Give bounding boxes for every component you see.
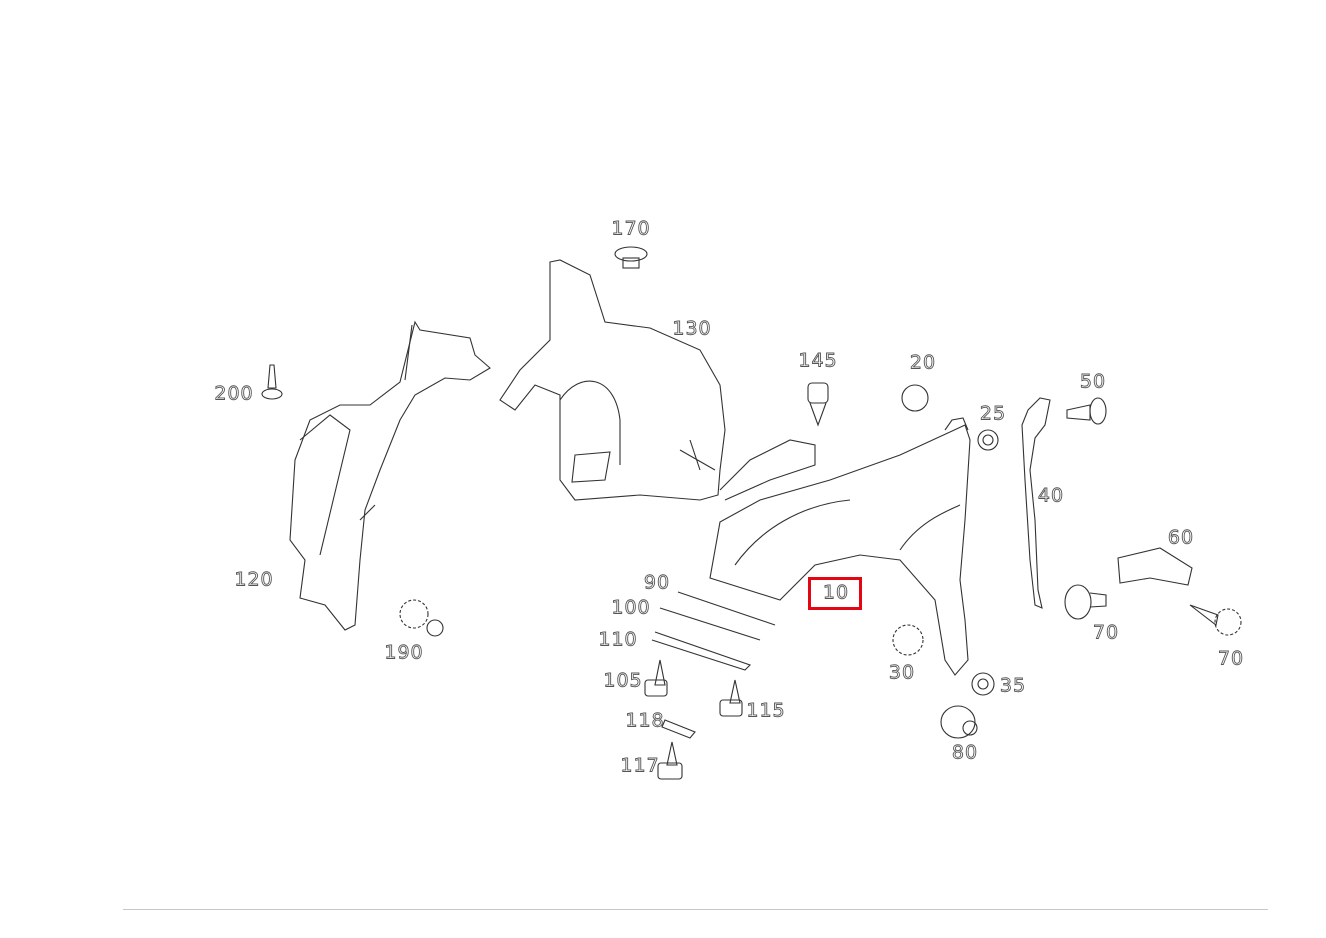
part-40-seal (1021, 397, 1051, 609)
callout-25[interactable]: 25 (979, 402, 1007, 425)
callout-110[interactable]: 110 (598, 628, 638, 651)
callout-120[interactable]: 120 (234, 568, 274, 591)
callout-100[interactable]: 100 (611, 596, 651, 619)
callout-190[interactable]: 190 (384, 641, 424, 664)
callout-170[interactable]: 170 (611, 217, 651, 240)
part-60-bracket (1117, 547, 1193, 586)
callout-35[interactable]: 35 (999, 674, 1027, 697)
callout-117[interactable]: 117 (620, 754, 660, 777)
callout-70[interactable]: 70 (1092, 621, 1120, 644)
callout-130[interactable]: 130 (672, 317, 712, 340)
callout-40[interactable]: 40 (1037, 484, 1065, 507)
part-130-wheel-liner (499, 259, 726, 501)
callout-30[interactable]: 30 (888, 661, 916, 684)
fasteners (261, 246, 1242, 780)
callout-60[interactable]: 60 (1167, 526, 1195, 549)
callout-70-b[interactable]: 70 (1217, 647, 1245, 670)
part-120-wheel-liner (289, 320, 491, 631)
callout-115[interactable]: 115 (746, 699, 786, 722)
callout-105[interactable]: 105 (603, 669, 643, 692)
callout-200[interactable]: 200 (214, 382, 254, 405)
selected-part-highlight (808, 577, 862, 610)
callout-118[interactable]: 118 (625, 709, 665, 732)
footer-divider (123, 909, 1268, 910)
callout-50[interactable]: 50 (1079, 370, 1107, 393)
callout-80[interactable]: 80 (951, 741, 979, 764)
part-145-bracket (719, 439, 816, 501)
callout-145[interactable]: 145 (798, 349, 838, 372)
callout-20[interactable]: 20 (909, 351, 937, 374)
callout-10-selected[interactable]: 10 (822, 581, 850, 604)
callout-90[interactable]: 90 (643, 571, 671, 594)
part-10-fender (709, 424, 971, 676)
